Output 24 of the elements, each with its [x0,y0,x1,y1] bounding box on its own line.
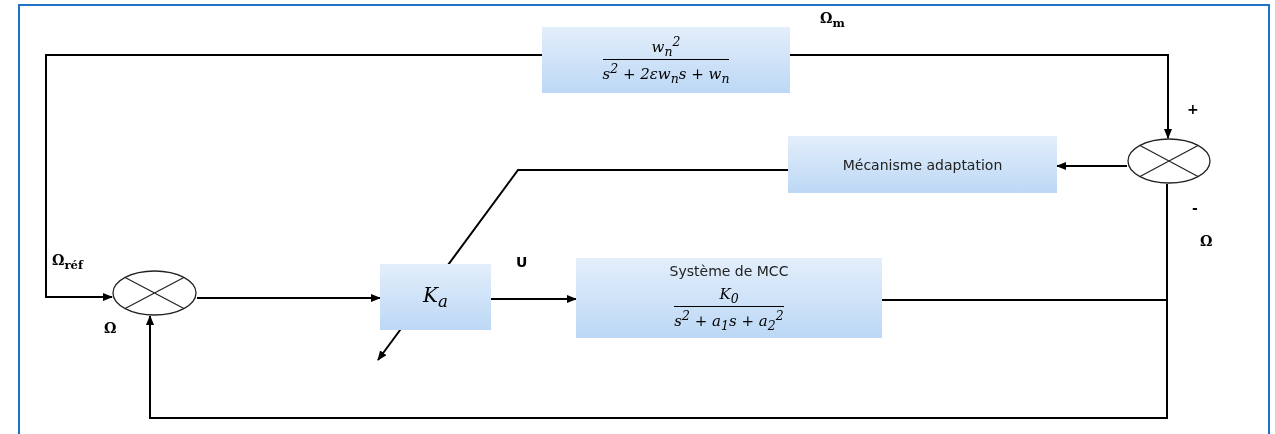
transfer-function-box [576,258,882,338]
output-symbol: Ω [104,320,117,336]
arrow [146,299,1168,419]
math-expression: s$^{2}$ + 2εw$_{n}$s + w$_{n}$ [602,59,730,86]
math-expression: K$_{a}$ [423,282,448,312]
gain-box [380,264,491,330]
output-symbol: Ω$_{m}$ [820,10,845,30]
block-title: Système de MCC [669,263,789,279]
arrow [1056,162,1128,170]
arrow [45,54,543,301]
block-label: Mécanisme adaptation [842,156,1003,173]
reference-symbol: Ω$_{réf}$ [52,252,84,272]
arrow [196,294,381,302]
sign-label: + [1187,101,1199,117]
arrow [490,295,577,303]
math-expression: K$_{0}$ [719,285,739,306]
process-box [788,136,1057,193]
signal-label: U [514,254,530,270]
output-symbol: Ω [1200,233,1213,249]
summing-junction [112,270,197,316]
arrow [789,54,1172,139]
summing-junction [1127,138,1211,184]
sign-label: - [1192,200,1198,216]
transfer-function-box [542,27,790,93]
